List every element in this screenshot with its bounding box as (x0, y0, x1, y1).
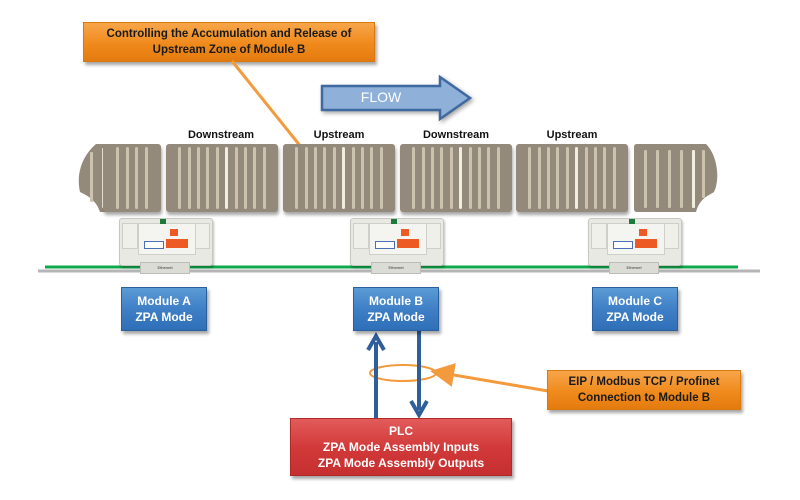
conveyor-segment-upstream-b (283, 144, 395, 212)
accumulation-callout: Controlling the Accumulation and Release… (83, 22, 375, 62)
flow-arrow-label: FLOW (360, 89, 402, 105)
conveyor-segment-downstream-a (166, 144, 278, 212)
module-b-name: Module B (369, 294, 423, 308)
module-a-name: Module A (137, 294, 191, 308)
accumulation-callout-line2: Upstream Zone of Module B (152, 44, 306, 56)
connection-callout-line2: Connection to Module B (577, 392, 711, 404)
plc-to-module-arrowhead (366, 331, 386, 351)
zone-label-downstream-1: Downstream (187, 129, 255, 141)
zone-label-downstream-2: Downstream (422, 129, 490, 141)
connection-callout-line1: EIP / Modbus TCP / Profinet (568, 376, 720, 388)
plc-inputs: ZPA Mode Assembly Inputs (322, 440, 480, 454)
connection-callout: EIP / Modbus TCP / Profinet Connection t… (547, 370, 741, 410)
plc-outputs: ZPA Mode Assembly Outputs (317, 456, 485, 470)
module-to-plc-arrowhead (409, 400, 429, 420)
conveyor-segment-1 (103, 144, 161, 212)
conveyor-segment-upstream-c (516, 144, 628, 212)
flow-arrow-shape (320, 74, 473, 122)
module-b-hardware (350, 218, 444, 266)
zone-label-upstream-1: Upstream (313, 129, 365, 141)
plc-box[interactable]: PLC ZPA Mode Assembly Inputs ZPA Mode As… (290, 418, 512, 476)
module-a-hardware (119, 218, 213, 266)
module-b-ethernet-port: Ethernet (371, 262, 421, 274)
module-c-name: Module C (608, 294, 662, 308)
accumulation-callout-line1: Controlling the Accumulation and Release… (106, 28, 352, 40)
connection-pointer-line (430, 363, 549, 393)
conveyor-segment-downstream-b (400, 144, 512, 212)
module-a-ethernet-port: Ethernet (140, 262, 190, 274)
module-c-hardware (588, 218, 682, 266)
module-c-ethernet-port: Ethernet (609, 262, 659, 274)
module-c-box[interactable]: Module C ZPA Mode (592, 287, 678, 331)
connection-ellipse (369, 364, 437, 382)
module-b-mode: ZPA Mode (367, 310, 425, 324)
module-c-mode: ZPA Mode (606, 310, 664, 324)
plc-title: PLC (389, 424, 413, 438)
conveyor-right-end (634, 144, 718, 212)
module-b-box[interactable]: Module B ZPA Mode (353, 287, 439, 331)
zone-label-upstream-2: Upstream (546, 129, 598, 141)
module-a-box[interactable]: Module A ZPA Mode (121, 287, 207, 331)
module-a-mode: ZPA Mode (135, 310, 193, 324)
